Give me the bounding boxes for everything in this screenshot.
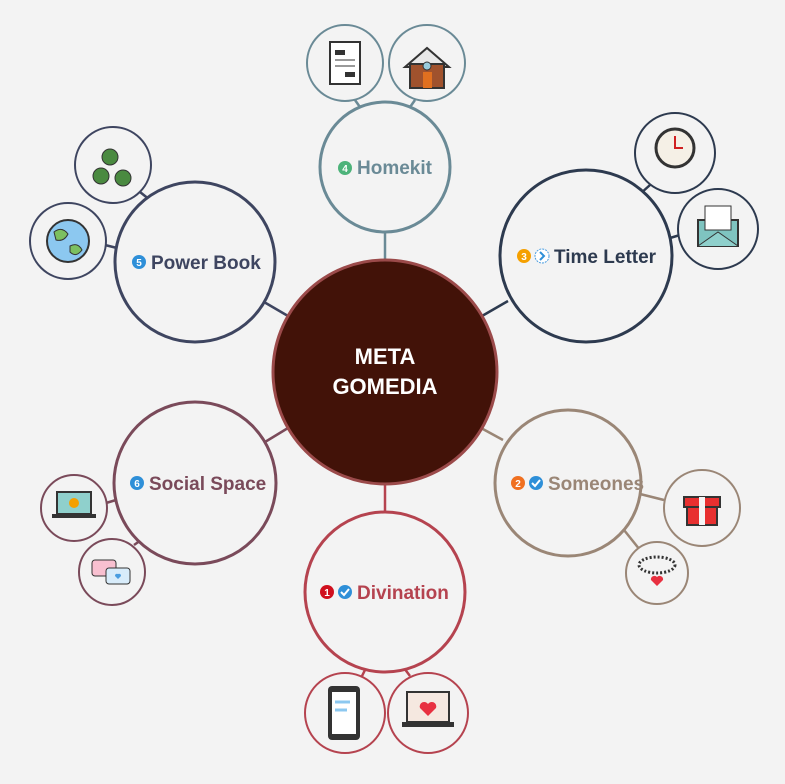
- topic-time-letter[interactable]: 3 Time Letter: [498, 168, 674, 344]
- topic-power-book[interactable]: 5 Power Book: [113, 180, 277, 344]
- svg-text:4: 4: [342, 164, 348, 175]
- smartphone-icon[interactable]: [304, 672, 386, 754]
- svg-text:2: 2: [515, 479, 521, 490]
- central-topic[interactable]: META GOMEDIA: [271, 258, 499, 486]
- leaves-icon[interactable]: [74, 126, 152, 204]
- svg-text:1: 1: [324, 588, 330, 599]
- chat-bubbles-icon[interactable]: [78, 538, 146, 606]
- laptop-heart-icon[interactable]: [387, 672, 469, 754]
- envelope-icon[interactable]: [677, 188, 759, 270]
- svg-text:3: 3: [521, 252, 527, 263]
- check-icon: [529, 476, 543, 490]
- topic-label: Divination: [357, 583, 449, 604]
- topic-label: Someones: [548, 474, 644, 495]
- topic-label: Homekit: [357, 158, 433, 179]
- check-icon: [338, 585, 352, 599]
- topic-someones[interactable]: 2 Someones: [493, 408, 644, 558]
- house-icon[interactable]: [388, 24, 466, 102]
- clock-icon[interactable]: [634, 112, 716, 194]
- central-topic-line1: META: [355, 344, 416, 369]
- topic-label: Power Book: [151, 253, 261, 274]
- necklace-icon[interactable]: [625, 541, 689, 605]
- topic-homekit[interactable]: 4 Homekit: [318, 100, 452, 234]
- topic-label: Social Space: [149, 474, 266, 495]
- connector-social-space: [264, 426, 289, 444]
- connector-power-book: [263, 300, 289, 318]
- topic-divination[interactable]: 1 Divination: [303, 510, 467, 674]
- topic-label: Time Letter: [554, 247, 657, 268]
- topic-social-space[interactable]: 6 Social Space: [112, 400, 278, 566]
- video-laptop-icon[interactable]: [40, 474, 108, 542]
- svg-text:6: 6: [134, 479, 140, 490]
- globe-icon[interactable]: [29, 202, 107, 280]
- svg-text:5: 5: [136, 258, 142, 269]
- central-topic-line2: GOMEDIA: [332, 374, 437, 399]
- connector-time-letter: [481, 299, 509, 318]
- connector-someones: [480, 426, 504, 442]
- document-icon[interactable]: [306, 24, 384, 102]
- gift-icon[interactable]: [663, 469, 741, 547]
- priority-badge: [338, 161, 352, 175]
- arrow-right-icon: [534, 248, 550, 264]
